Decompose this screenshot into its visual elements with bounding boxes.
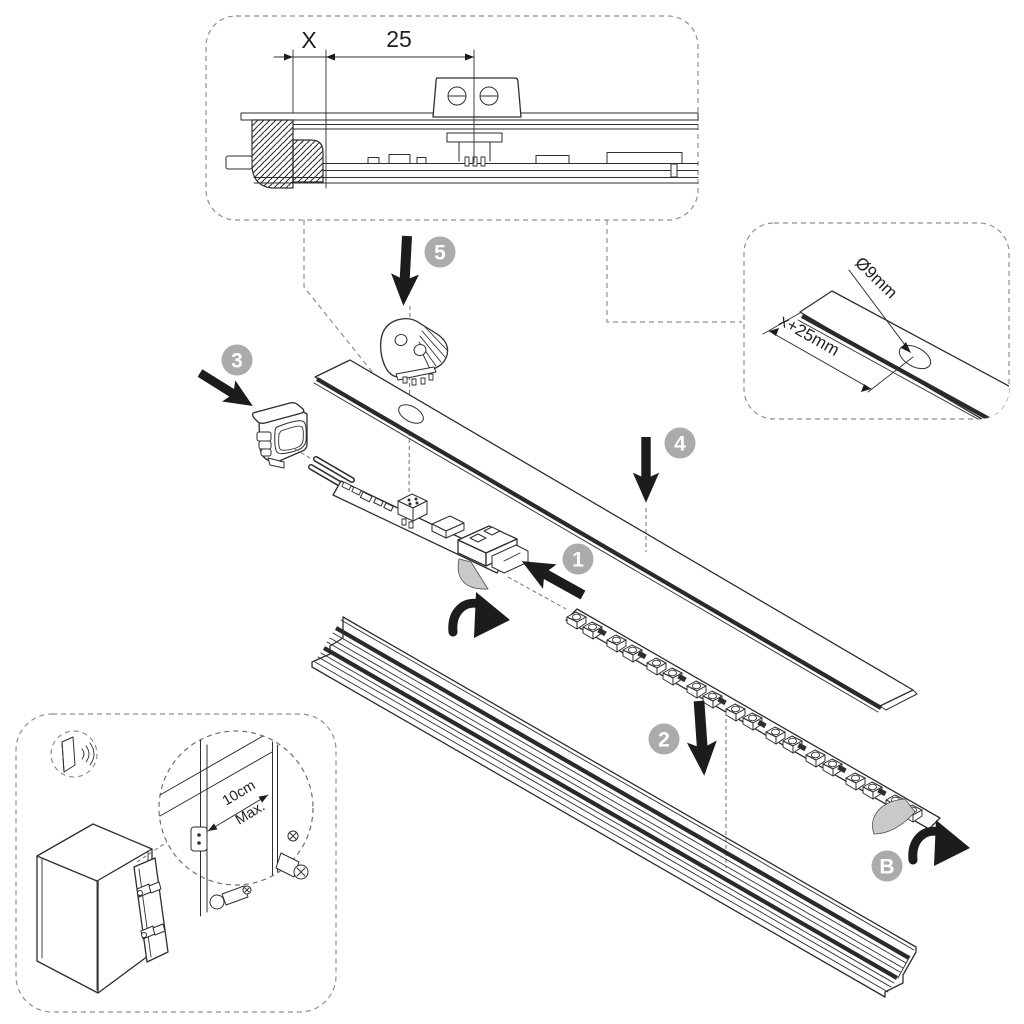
adhesive-liner-led bbox=[872, 798, 916, 835]
step-5-group bbox=[379, 235, 449, 500]
svg-text:1: 1 bbox=[572, 549, 584, 572]
adhesive-liner-pcb bbox=[457, 558, 489, 590]
step-2-arrow bbox=[684, 699, 720, 777]
badge-variant-b: B bbox=[871, 850, 903, 882]
end-cap-part bbox=[252, 402, 308, 469]
cabinet-drawing bbox=[36, 823, 169, 994]
cap-alignment-line bbox=[294, 448, 311, 459]
profile-left-end bbox=[311, 616, 344, 668]
sensor-hole bbox=[398, 404, 424, 424]
door-sensor-icon bbox=[50, 730, 98, 778]
aluminium-profile bbox=[311, 616, 917, 998]
svg-text:3: 3 bbox=[231, 350, 243, 373]
dim-25-label: 25 bbox=[386, 26, 412, 52]
badge-step-5: 5 bbox=[424, 236, 456, 268]
leader-to-hole-callout bbox=[606, 220, 742, 323]
dim-x-label: X bbox=[301, 27, 316, 53]
step-5-arrow bbox=[389, 235, 421, 307]
switch-pcb-group bbox=[308, 456, 590, 638]
badge-step-4: 4 bbox=[664, 427, 696, 459]
detail-leader bbox=[136, 841, 168, 863]
cover-strip bbox=[313, 359, 918, 713]
flip-arrow-b bbox=[913, 820, 970, 866]
callout-drill-frame bbox=[743, 222, 1010, 420]
svg-text:B: B bbox=[879, 856, 894, 879]
cable-stub bbox=[225, 155, 253, 170]
step-4-arrow bbox=[632, 437, 660, 503]
badge-step-2: 2 bbox=[648, 723, 680, 755]
cross-section-drawing: X 25 bbox=[225, 26, 699, 189]
step-badges: 5 3 4 1 2 B bbox=[221, 236, 971, 882]
callout-cabinet: 10cm Max. bbox=[15, 713, 337, 1013]
step-3-group bbox=[193, 362, 311, 469]
led-strip bbox=[565, 608, 941, 868]
flip-arrow-1 bbox=[453, 592, 510, 638]
badge-step-3: 3 bbox=[221, 344, 253, 376]
callout-cabinet-frame bbox=[15, 713, 337, 1013]
detail-circle: 10cm Max. bbox=[158, 730, 314, 917]
profile-right-end bbox=[884, 946, 917, 998]
sensor-part bbox=[379, 317, 449, 386]
cabinet-door bbox=[133, 857, 169, 963]
hole-diameter-label: Ø9mm bbox=[851, 253, 901, 302]
wire bbox=[314, 457, 354, 482]
svg-text:5: 5 bbox=[434, 242, 446, 265]
badge-step-1: 1 bbox=[562, 543, 594, 575]
drill-hole bbox=[898, 344, 932, 370]
callout-cross-section: X 25 bbox=[205, 15, 699, 221]
sensor-section bbox=[432, 77, 522, 167]
dimensions: X 25 bbox=[273, 26, 475, 189]
svg-text:4: 4 bbox=[674, 433, 686, 456]
callout-drill-detail: Ø9mm x+25mm bbox=[743, 222, 1010, 420]
end-cap-inner-section bbox=[292, 139, 324, 183]
svg-text:2: 2 bbox=[658, 729, 670, 752]
leader-to-hole bbox=[303, 220, 399, 405]
door-sensor bbox=[190, 826, 208, 852]
sensor-socket bbox=[397, 493, 428, 529]
